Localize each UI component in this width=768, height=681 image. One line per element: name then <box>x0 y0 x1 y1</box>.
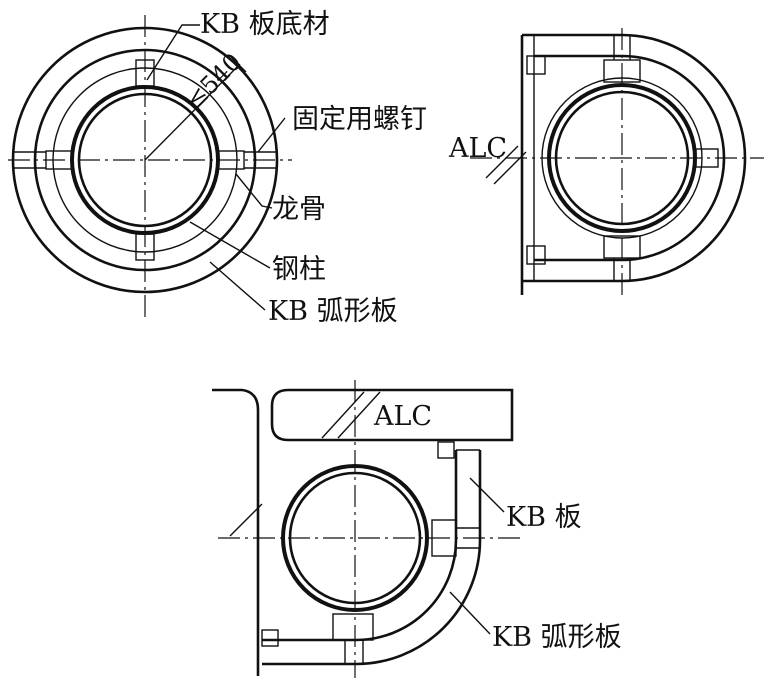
alc-wall-left <box>212 388 260 676</box>
leader-kb-arc <box>209 261 266 311</box>
steel-column-outer <box>547 83 697 233</box>
steel-column-inner <box>77 92 213 228</box>
leader-screw <box>257 117 286 153</box>
label-alc: ALC <box>373 401 432 432</box>
kb-arc-panel-outer <box>11 26 279 294</box>
leader-steel-column <box>189 221 271 269</box>
detail-round-wrap: ≤540 KB 板底材 固定用螺钉 龙骨 钢柱 KB 弧形板 <box>8 9 427 327</box>
label-kb-base: KB 板底材 <box>200 9 330 40</box>
break-mark <box>321 391 365 439</box>
detail-wall-half-round: ALC <box>448 28 764 300</box>
bracket-bottom-left <box>261 629 279 647</box>
leader-kb-arc <box>449 591 491 635</box>
label-kb-arc-panel: KB 弧形板 <box>492 622 622 653</box>
bracket-top-right <box>437 441 455 459</box>
break-mark <box>493 151 527 185</box>
label-steel-column: 钢柱 <box>272 254 326 285</box>
bracket-right <box>695 148 719 168</box>
alc-slab <box>270 388 514 442</box>
break-mark <box>485 145 519 179</box>
dimension-label: ≤540 <box>180 48 246 114</box>
leader-keel <box>235 173 273 209</box>
steel-column-outer <box>281 464 429 612</box>
kb-arc-panel-inner <box>534 54 726 262</box>
bracket-right <box>431 519 457 557</box>
bracket-bottom <box>135 233 155 261</box>
label-alc: ALC <box>448 133 507 164</box>
break-mark <box>337 391 381 439</box>
leader-kb-panel <box>469 477 505 513</box>
label-keel: 龙骨 <box>272 194 326 225</box>
bracket-top-left <box>526 55 546 75</box>
kb-panel-inner <box>262 450 458 642</box>
bracket-top <box>135 59 155 87</box>
bracket-bottom <box>603 235 641 259</box>
bracket-top <box>603 59 641 83</box>
dimension-line <box>144 63 241 161</box>
dimension-tick <box>231 57 247 73</box>
bracket-bottom-left <box>526 245 546 265</box>
bracket-left <box>45 150 73 170</box>
detail-corner: ALC KB 板 KB 弧形板 <box>212 380 622 678</box>
break-mark <box>229 503 263 537</box>
kb-panel-outer <box>262 450 482 666</box>
kb-arc-panel-outer <box>522 33 747 283</box>
label-kb-panel: KB 板 <box>506 502 582 533</box>
keel-ring <box>541 77 703 239</box>
steel-column-inner <box>554 90 690 226</box>
keel-ring <box>52 67 238 253</box>
label-kb-arc-panel: KB 弧形板 <box>268 296 398 327</box>
kb-arc-panel-inner <box>33 48 257 272</box>
bracket-right <box>217 150 245 170</box>
steel-column-inner <box>288 471 422 605</box>
leader-kb-base <box>146 24 200 81</box>
label-screw: 固定用螺钉 <box>292 104 427 135</box>
bracket-bottom <box>332 613 374 641</box>
